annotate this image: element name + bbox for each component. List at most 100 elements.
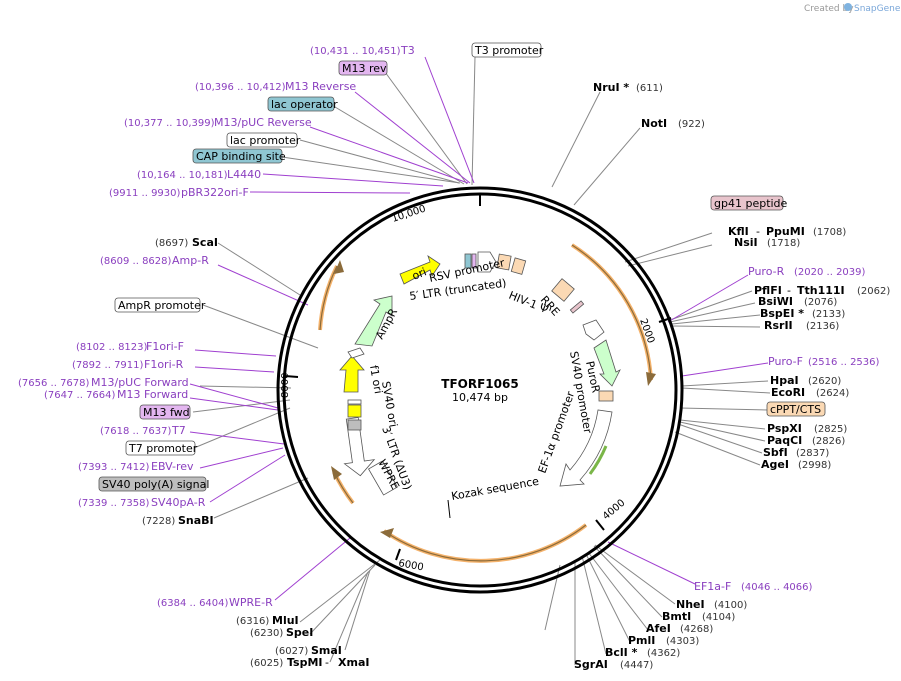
svg-text:T7 promoter: T7 promoter [128,442,198,455]
svg-text:XmaI: XmaI [338,656,369,669]
svg-text:NheI: NheI [676,598,705,611]
svg-text:MluI: MluI [272,614,299,627]
orf-arrow-head-1 [646,372,656,386]
svg-text:F1ori-F: F1ori-F [146,340,184,353]
primer-labels: (10,431 .. 10,451)T3 (10,396 .. 10,412)M… [18,44,880,609]
svg-text:(7618 .. 7637): (7618 .. 7637) [100,426,172,437]
svg-text:(2062): (2062) [857,286,890,297]
snapgene-logo [844,3,852,11]
svg-text:ScaI: ScaI [192,236,218,249]
svg-text:SpeI: SpeI [286,626,313,639]
svg-text:(10,396 .. 10,412): (10,396 .. 10,412) [195,82,286,93]
svg-text:(7393 .. 7412): (7393 .. 7412) [78,462,150,473]
box-sv40-polya [98,476,207,492]
svg-text:L4440: L4440 [227,168,261,181]
svg-text:(2837): (2837) [796,448,829,459]
snapgene-brand: SnapGene [854,4,901,14]
boxed-features: T3 promoter M13 rev lac operator lac pro… [98,42,826,492]
svg-text:lac promoter: lac promoter [230,134,301,147]
box-lac-promoter [226,132,298,148]
svg-text:(4100): (4100) [714,600,747,611]
svg-text:M13 Reverse: M13 Reverse [285,80,356,93]
svg-text:M13 fwd: M13 fwd [143,406,190,419]
box-cap-binding-site [192,148,283,164]
svg-text:(4104): (4104) [702,612,735,623]
svg-text:(922): (922) [678,119,705,130]
svg-text:SnaBI: SnaBI [178,514,214,527]
svg-text:SgrAI: SgrAI [574,658,608,671]
svg-text:(4268): (4268) [680,624,713,635]
svg-text:(2620): (2620) [808,376,841,387]
svg-text:(2020 .. 2039): (2020 .. 2039) [794,267,866,278]
svg-text:BmtI: BmtI [662,610,691,623]
svg-text:NotI: NotI [641,117,667,130]
svg-text:pBR322ori-F: pBR322ori-F [181,186,249,199]
plasmid-length: 10,474 bp [452,391,508,404]
svg-text:PflFI: PflFI [754,284,782,297]
orf-arrow-head-2 [380,528,394,538]
svg-text:KflI: KflI [728,225,749,238]
svg-text:(7656 .. 7678): (7656 .. 7678) [18,378,90,389]
tick-4000: 4000 [601,498,628,523]
svg-text:M13 rev: M13 rev [342,62,387,75]
box-t3-promoter [471,42,542,58]
svg-text:(8697): (8697) [155,238,188,249]
svg-text:AmpR promoter: AmpR promoter [118,299,206,312]
svg-text:WPRE-R: WPRE-R [229,596,273,609]
box-m13-rev [338,60,388,76]
svg-text:AfeI: AfeI [646,622,671,635]
svg-text:Amp-R: Amp-R [172,254,209,267]
svg-text:Tth111I: Tth111I [797,284,845,297]
svg-text:M13/pUC Reverse: M13/pUC Reverse [214,116,312,129]
svg-text:(2998): (2998) [798,460,831,471]
inner-features [339,251,621,519]
svg-text:(2136): (2136) [806,321,839,332]
svg-text:(10,377 .. 10,399): (10,377 .. 10,399) [124,118,215,129]
box-gp41-peptide [710,195,784,211]
svg-text:cPPT/CTS: cPPT/CTS [770,403,821,416]
svg-text:PaqCI: PaqCI [767,434,802,447]
svg-text:SV40pA-R: SV40pA-R [151,496,206,509]
svg-text:BclI *: BclI * [605,646,638,659]
svg-text:(611): (611) [636,83,663,94]
label-f1-ori: f1 ori [367,364,385,395]
svg-text:PmlI: PmlI [628,634,655,647]
svg-text:BsiWI: BsiWI [758,295,793,308]
box-t7-promoter [125,440,196,456]
orf-arrow-head-4 [331,466,342,480]
svg-text:(2624): (2624) [816,388,849,399]
svg-text:-: - [787,284,791,297]
svg-text:EcoRI: EcoRI [771,386,805,399]
svg-text:(7228): (7228) [142,516,175,527]
svg-text:(8609 .. 8628): (8609 .. 8628) [100,256,172,267]
backbone-outer [276,186,684,594]
tick-marks [284,193,672,561]
svg-text:(6025): (6025) [250,658,283,669]
svg-text:gp41 peptide: gp41 peptide [714,197,788,210]
enzyme-labels: NruI *(611) NotI(922) KflI - PpuMI(1708)… [142,81,890,671]
svg-text:(4303): (4303) [666,636,699,647]
svg-text:SmaI: SmaI [311,644,342,657]
primer-lines [189,56,769,601]
label-kozak: Kozak sequence [450,475,540,503]
svg-text:NsiI: NsiI [734,236,758,249]
box-cppt-cts [766,401,826,417]
svg-text:PspXI: PspXI [767,422,802,435]
svg-text:(2826): (2826) [812,436,845,447]
svg-text:(6384 .. 6404): (6384 .. 6404) [157,598,229,609]
orf-arrow-head-3 [334,260,344,274]
label-ef1a-promoter: EF-1α promoter [536,389,578,475]
svg-text:(10,431 .. 10,451): (10,431 .. 10,451) [310,46,401,57]
plasmid-name: TFORF1065 [441,377,518,391]
svg-text:BspEI *: BspEI * [760,307,804,320]
svg-text:(2516 .. 2536): (2516 .. 2536) [808,357,880,368]
svg-text:(6027): (6027) [275,646,308,657]
tick-6000: 6000 [397,558,424,573]
label-5-ltr: 5′ LTR (truncated) [409,277,508,303]
box-m13-fwd [139,404,191,420]
svg-text:M13 Forward: M13 Forward [117,388,188,401]
leader-lines [192,56,771,665]
svg-text:M13/pUC Forward: M13/pUC Forward [91,376,189,389]
svg-text:TspMI: TspMI [287,656,323,669]
